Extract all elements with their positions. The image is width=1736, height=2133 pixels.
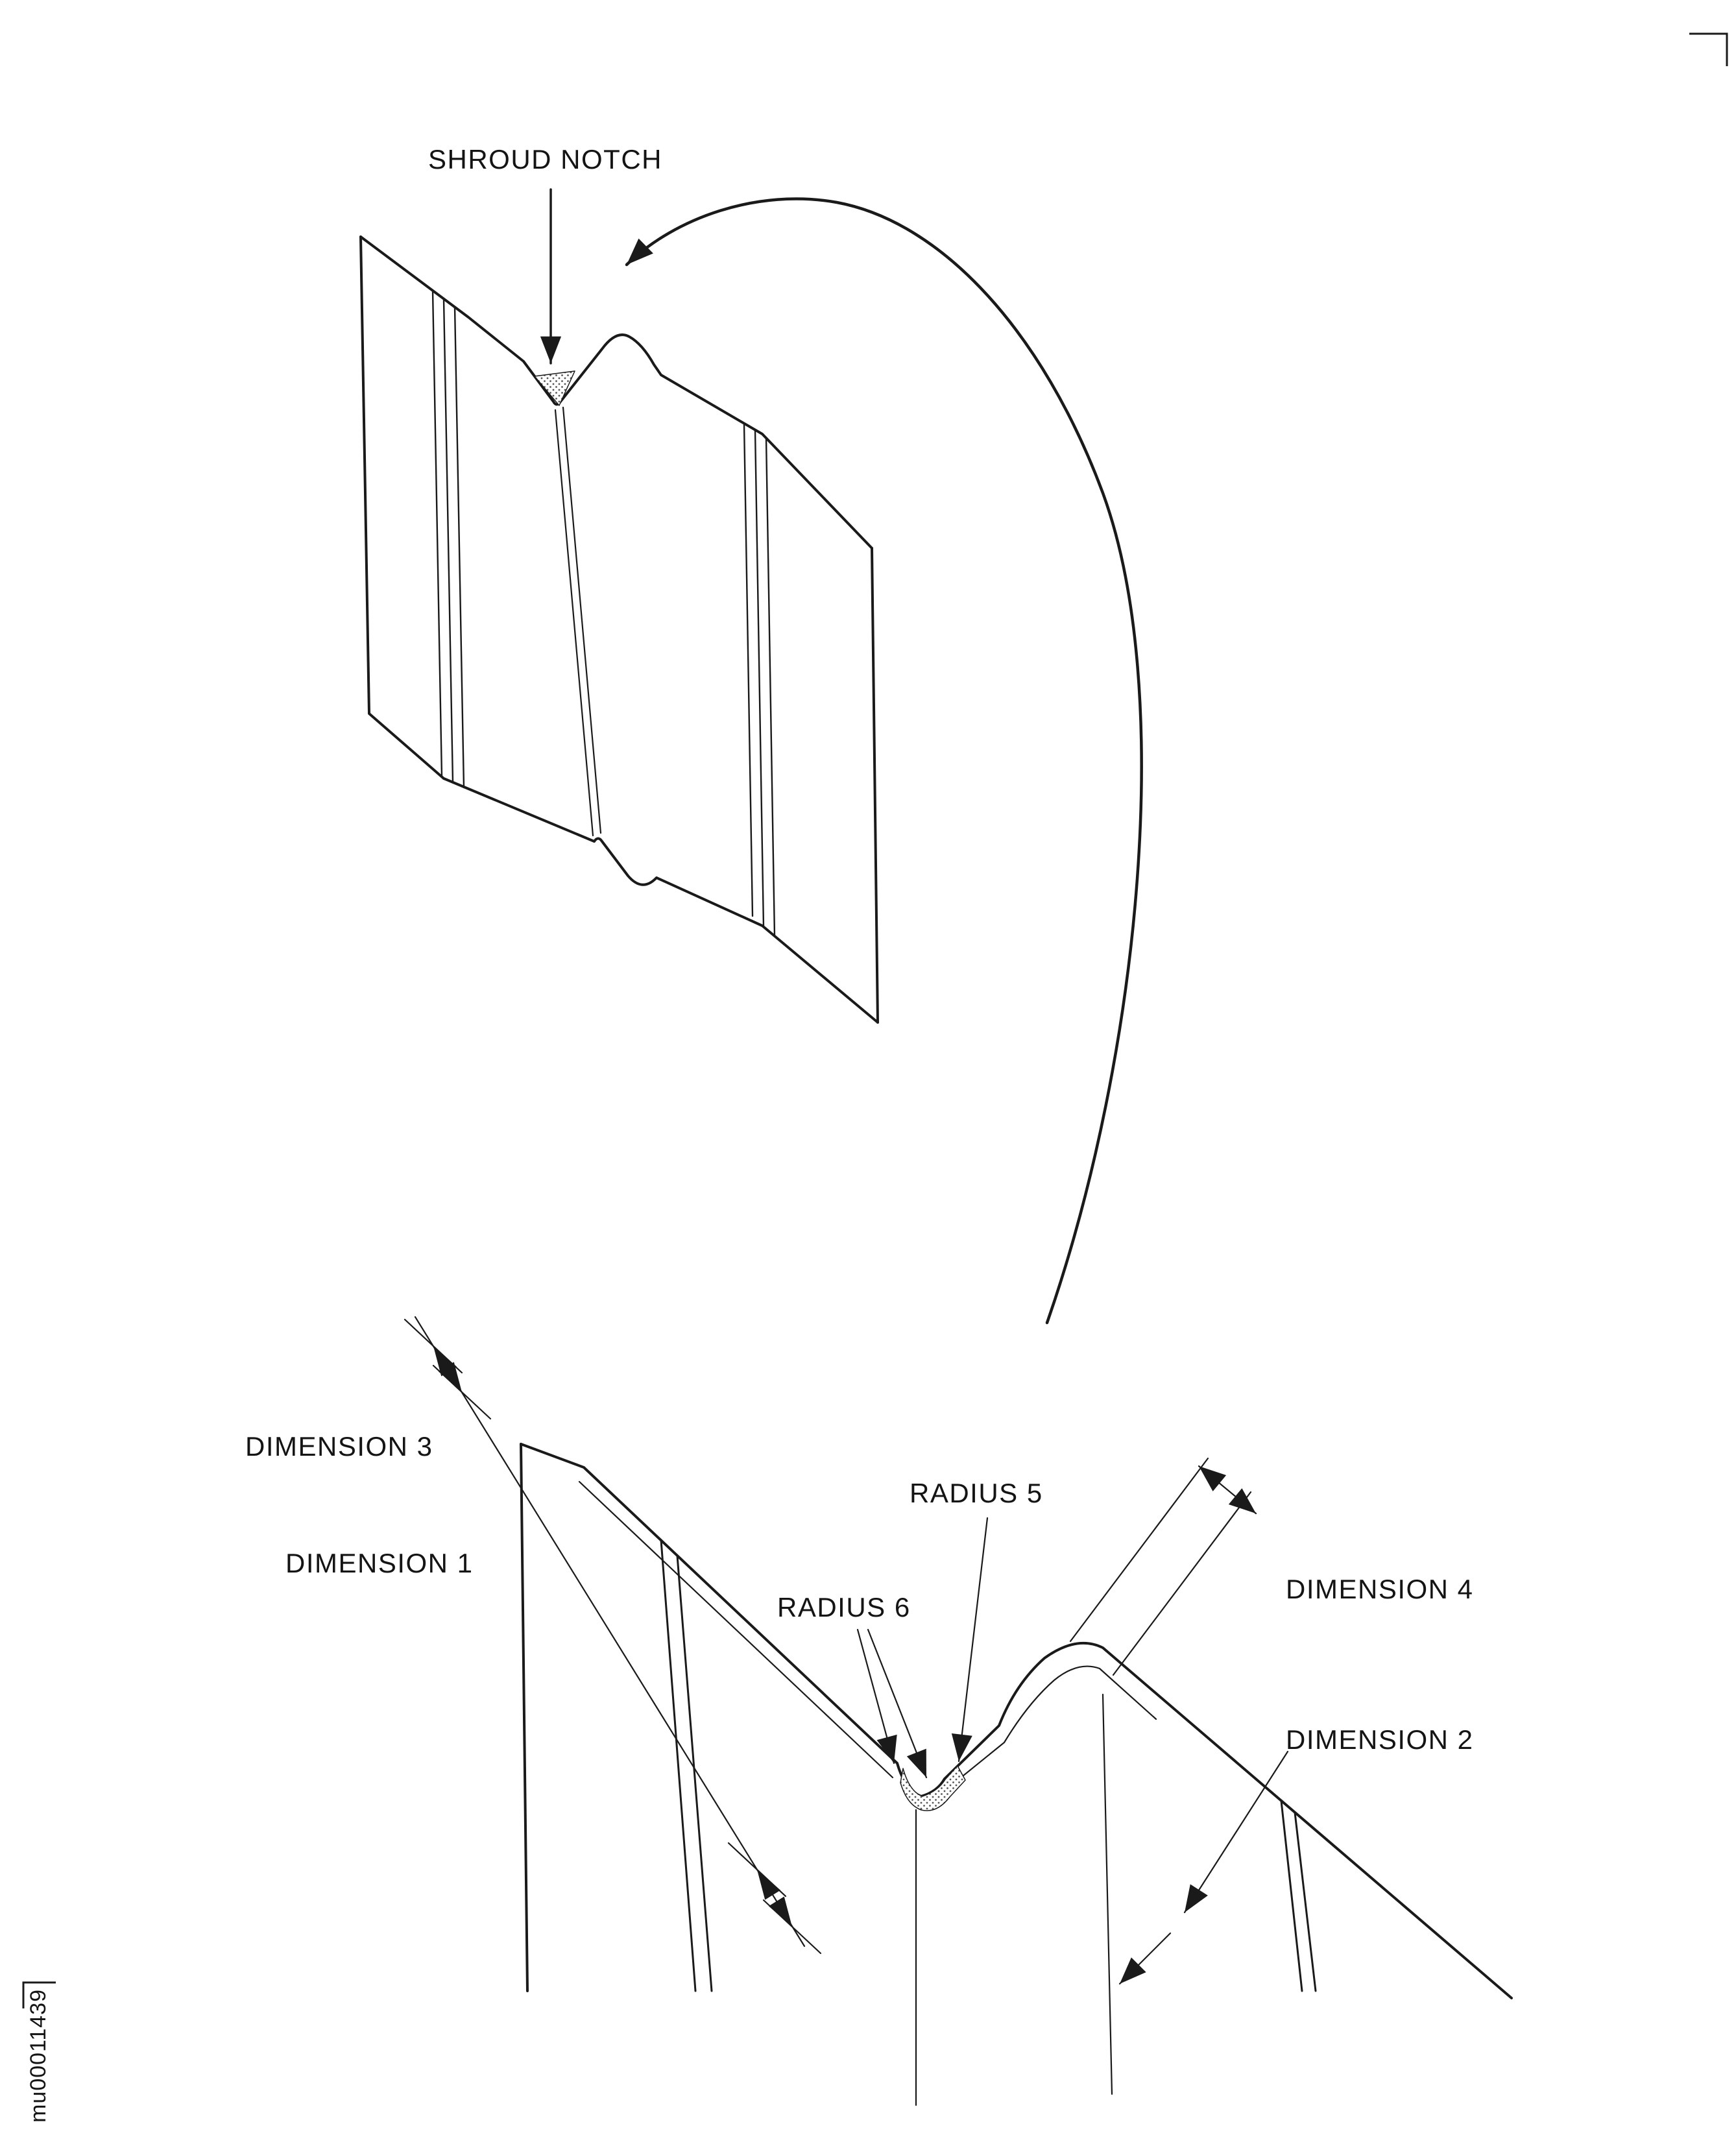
shroud-bottom-edge [442, 777, 879, 1024]
shroud-notch-stipple [534, 370, 575, 406]
dimension-3-arrowhead [438, 1362, 462, 1392]
shroud-groove-line [562, 406, 602, 834]
radius-6-label: RADIUS 6 [777, 1592, 911, 1622]
detail-fold-line [676, 1554, 713, 1992]
dimension-1-arrowhead [757, 1870, 781, 1900]
dimension-2-leader-line [1118, 1932, 1172, 1985]
dimension-annotations [404, 1316, 1289, 1985]
shroud-isometric-view [359, 188, 1143, 1325]
detail-left-edge [520, 1443, 529, 1992]
dimension-4-extension-line [1112, 1491, 1252, 1676]
dimension-4-measure-line [1198, 1465, 1257, 1515]
detail-thickness-line [578, 1480, 894, 1779]
shroud-fold-line [453, 306, 465, 789]
shroud-fold-line [754, 429, 765, 928]
corner-mark-top-right [1689, 32, 1728, 66]
shroud-fold-line [743, 422, 754, 917]
radius-5-label: RADIUS 5 [910, 1478, 1043, 1508]
dimension-4-label: DIMENSION 4 [1286, 1574, 1474, 1604]
notch-detail-view [520, 1443, 1513, 2106]
magnify-sweep-arrow [625, 197, 1143, 1325]
shroud-right-edge [871, 547, 879, 1024]
detail-extension-line [1102, 1693, 1113, 2095]
page-marks [22, 32, 1728, 2008]
figure-id-label: mu00011439 [26, 1989, 51, 2123]
dimension-2-leader-line [1183, 1750, 1289, 1914]
dimension-4-extension-line [1069, 1457, 1209, 1643]
dimension-3-label: DIMENSION 3 [245, 1431, 433, 1462]
detail-fold-line [660, 1539, 697, 1992]
dimension-2-label: DIMENSION 2 [1286, 1724, 1474, 1755]
radius-5-leader-line [951, 1517, 989, 1763]
shroud-left-panel-edge [359, 235, 445, 780]
shroud-fold-line [765, 437, 776, 937]
dimension-1-label: DIMENSION 1 [285, 1548, 474, 1578]
corner-mark-bottom-left [22, 1981, 56, 2008]
shroud-fold-line [442, 298, 454, 784]
dimension-1-arrowhead [768, 1896, 792, 1927]
detail-fold-line [1280, 1800, 1303, 1992]
detail-thickness-line [928, 1665, 1157, 1805]
shroud-fold-line [431, 289, 443, 778]
detail-profile-edge [520, 1443, 1513, 1999]
shroud-groove-line [554, 409, 594, 837]
dimension-1-3-measure-line [414, 1316, 806, 1947]
shroud-notch-label: SHROUD NOTCH [428, 144, 662, 175]
radius-6-leader-line [867, 1628, 928, 1779]
shroud-top-edge-with-notch [359, 235, 873, 549]
detail-notch-stipple [900, 1765, 966, 1811]
radius-6-leader-line [856, 1628, 897, 1765]
detail-fold-line [1294, 1811, 1317, 1992]
